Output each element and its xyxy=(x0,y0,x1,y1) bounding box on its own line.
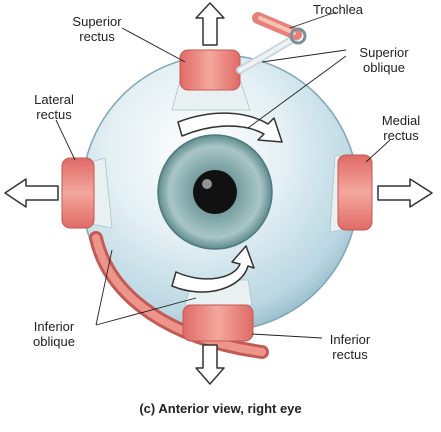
pupil xyxy=(193,170,237,214)
label-superior-oblique: Superior oblique xyxy=(359,45,409,75)
rotation-arrow-top-icon xyxy=(177,112,283,143)
arrow-down-icon xyxy=(195,344,225,385)
arrow-up-icon xyxy=(195,2,225,46)
arrow-left-icon xyxy=(4,178,59,208)
superior-oblique-muscle xyxy=(236,12,307,74)
iris xyxy=(157,134,273,250)
figure-caption: (c) Anterior view, right eye xyxy=(139,401,302,416)
lateral-rectus-muscle xyxy=(61,157,95,229)
trochlea-pulley xyxy=(289,27,307,45)
label-trochlea: Trochlea xyxy=(312,2,364,17)
inferior-oblique-muscle xyxy=(89,231,269,359)
label-inferior-oblique: Inferior oblique xyxy=(33,319,75,349)
label-lateral-rectus: Lateral rectus xyxy=(34,92,74,122)
medial-rectus-muscle xyxy=(337,154,373,231)
label-inferior-rectus: Inferior rectus xyxy=(329,332,371,362)
rotation-arrow-bottom-icon xyxy=(171,245,255,293)
superior-rectus-muscle xyxy=(179,49,241,91)
arrow-right-icon xyxy=(377,178,433,208)
inferior-rectus-muscle xyxy=(182,304,254,342)
leader-lines xyxy=(55,11,391,339)
label-superior-rectus: Superior rectus xyxy=(72,14,122,44)
direction-arrows xyxy=(4,2,433,385)
label-medial-rectus: Medial rectus xyxy=(381,113,421,143)
